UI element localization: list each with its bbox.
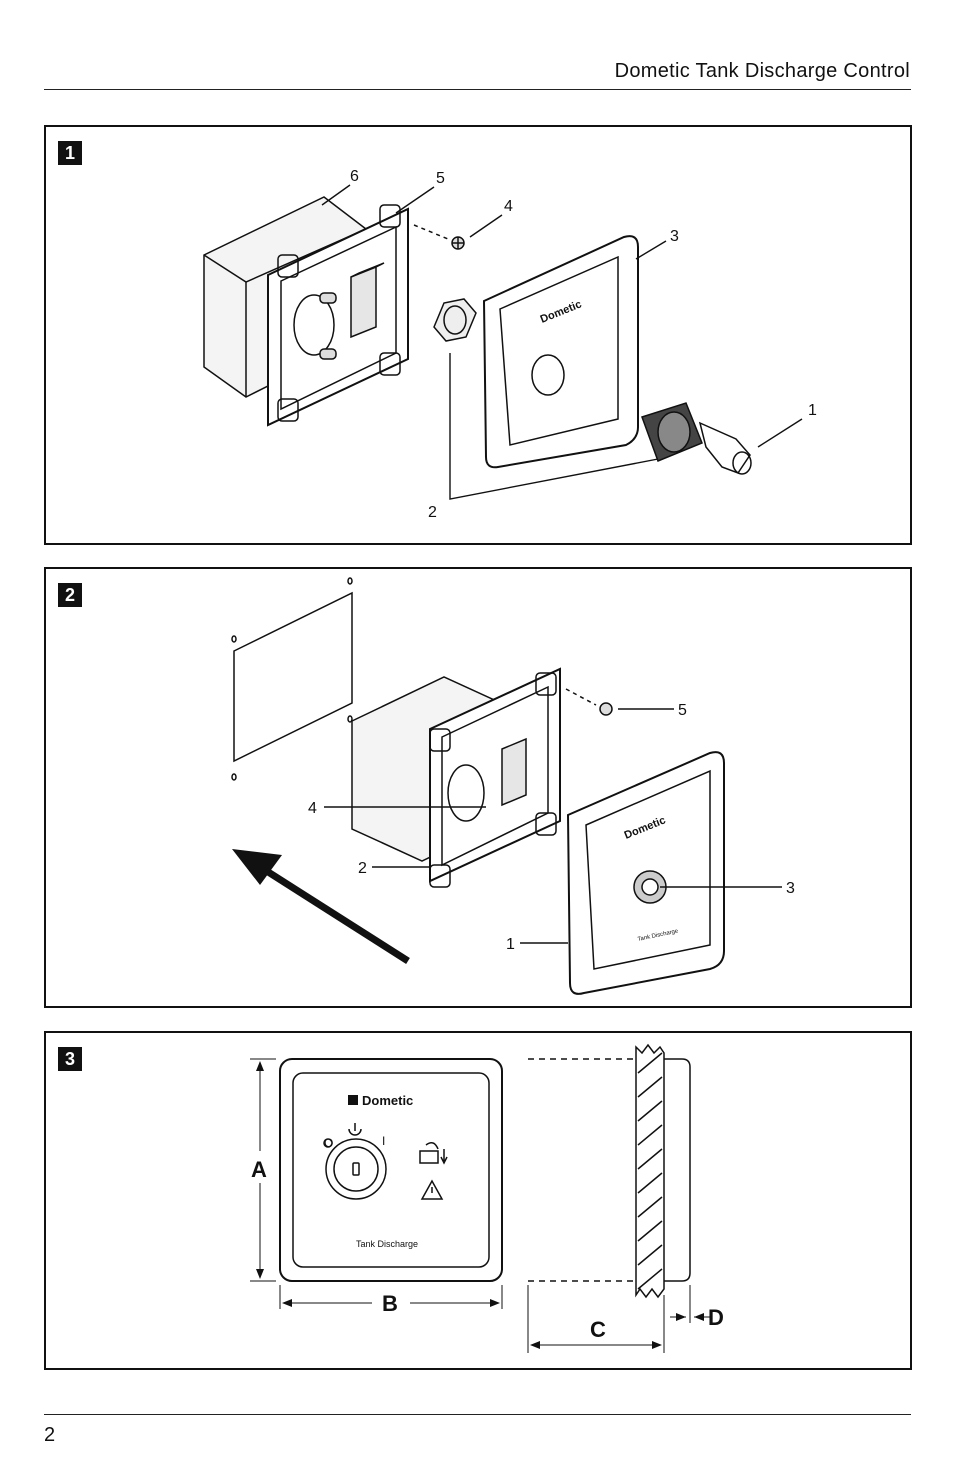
fig2-callout-3: 3 <box>786 880 795 897</box>
fig2-callout-2: 2 <box>358 860 367 877</box>
fig2-callout-1: 1 <box>506 936 515 953</box>
dimension-label-b: B <box>382 1291 398 1316</box>
figure-2-installation-view: 5 4 2 3 1 Dometic Tank Discharge <box>231 577 795 995</box>
fig1-callout-4: 4 <box>504 198 513 215</box>
dimension-label-a: A <box>251 1157 267 1182</box>
document-header-title: Dometic Tank Discharge Control <box>614 60 910 82</box>
figure-1: 1 <box>44 125 912 545</box>
dimension-label-c: C <box>590 1317 606 1342</box>
figure-2: 2 <box>44 567 912 1008</box>
fig3-switch-off-label: O <box>324 1136 333 1150</box>
fig1-callout-5: 5 <box>436 170 445 187</box>
figure-3-dimension-drawing: Dometic O I Tank Discharge A B C D <box>250 1043 724 1353</box>
figure-3: 3 <box>44 1031 912 1370</box>
fig2-callout-5: 5 <box>678 702 687 719</box>
fig1-callout-2: 2 <box>428 504 437 521</box>
dimension-label-d: D <box>708 1305 724 1330</box>
figure-3-number: 3 <box>58 1047 82 1071</box>
fig3-switch-on-label: I <box>382 1134 385 1148</box>
figure-1-exploded-view: 6 5 4 3 1 2 Dometic <box>203 168 817 521</box>
fig1-callout-3: 3 <box>670 228 679 245</box>
fig1-callout-6: 6 <box>350 168 359 185</box>
fig3-panel-brand: Dometic <box>362 1093 413 1108</box>
fig2-callout-4: 4 <box>308 800 317 817</box>
fig1-callout-1: 1 <box>808 402 817 419</box>
page-number: 2 <box>44 1424 56 1446</box>
figure-1-number: 1 <box>58 141 82 165</box>
figure-2-number: 2 <box>58 583 82 607</box>
header-rule <box>44 89 911 90</box>
footer-rule <box>44 1414 911 1415</box>
fig3-panel-caption: Tank Discharge <box>356 1239 418 1249</box>
